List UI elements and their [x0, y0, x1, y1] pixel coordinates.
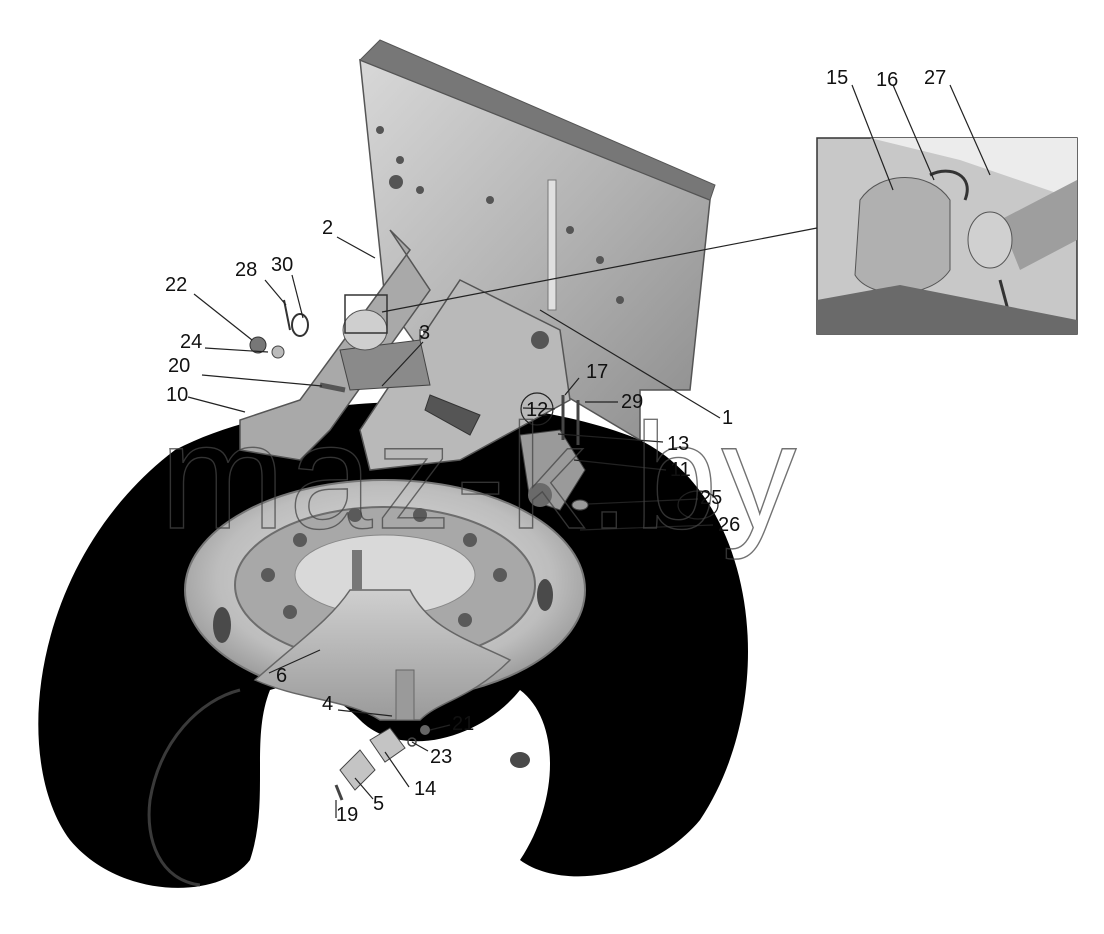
callout-28: 28: [235, 259, 257, 281]
callout-1: 1: [722, 407, 733, 429]
callout-17: 17: [586, 361, 608, 383]
callout-27: 27: [924, 67, 946, 89]
tire-tread: [147, 688, 241, 887]
nut-22: [249, 336, 267, 354]
callout-15: 15: [826, 67, 848, 89]
pin-28: [283, 299, 291, 331]
callout-14: 14: [414, 778, 436, 800]
callout-12: 12: [526, 399, 548, 421]
callout-13: 13: [667, 433, 689, 455]
washer-24: [271, 345, 285, 359]
frame-bracket: [239, 39, 716, 801]
frame-bolt: [531, 331, 549, 349]
bracket-14: [369, 727, 406, 763]
mounting-plate: [253, 589, 512, 721]
callout-29: 29: [621, 391, 643, 413]
callout-3: 3: [419, 322, 430, 344]
washer-25: [571, 499, 589, 511]
rim-vent-holes: [213, 579, 553, 768]
washer-23: [407, 737, 417, 747]
callout-19: 19: [336, 804, 358, 826]
callout-6: 6: [276, 665, 287, 687]
detail-marker: [344, 294, 388, 334]
bracket-arm-left: [239, 229, 431, 461]
bolt-19: [334, 784, 344, 801]
detail-pin-head: [967, 211, 1013, 269]
detail-cotter-pin: [929, 169, 1010, 311]
callout-5: 5: [373, 793, 384, 815]
crank-shaft: [339, 339, 431, 391]
frame-rail-flange: [359, 39, 716, 201]
detail-bar: [1000, 180, 1077, 270]
handle-sleeve: [424, 394, 481, 436]
callout-26: 26: [718, 514, 740, 536]
callout-30: 30: [271, 254, 293, 276]
leader-lines: [187, 84, 991, 818]
nut-21: [420, 725, 430, 735]
callout-16: 16: [876, 69, 898, 91]
wheel-bolt-holes: [261, 508, 507, 627]
crank-hub: [342, 309, 388, 351]
callout-20: 20: [168, 355, 190, 377]
mounting-stud: [352, 550, 362, 590]
detail-rail: [817, 138, 1077, 200]
detail-base: [817, 285, 1077, 334]
callout-22: 22: [165, 274, 187, 296]
callout-10: 10: [166, 384, 188, 406]
detail-inset: [344, 137, 1078, 335]
callout-2: 2: [322, 217, 333, 239]
callout-21: 21: [452, 713, 474, 735]
mounting-sleeve: [395, 669, 415, 721]
watermark: maz-k.by: [160, 392, 800, 560]
bolt-20: [319, 382, 346, 393]
frame-holes: [376, 126, 624, 304]
callout-11: 11: [670, 459, 691, 481]
detail-bracket: [854, 177, 951, 294]
ring-30: [291, 313, 309, 337]
bracket-arm-right: [359, 279, 571, 471]
callout-labels: 15 16 27 2 28 30 22 3 24 20 10 17 12 29 …: [165, 67, 946, 826]
latch-roller: [528, 483, 552, 507]
callout-23: 23: [430, 746, 452, 768]
callout-24: 24: [180, 331, 202, 353]
plate-5: [339, 749, 376, 791]
callout-4: 4: [322, 693, 333, 715]
frame-slot: [547, 179, 557, 311]
callout-25: 25: [700, 487, 722, 509]
spare-wheel: [38, 401, 748, 888]
